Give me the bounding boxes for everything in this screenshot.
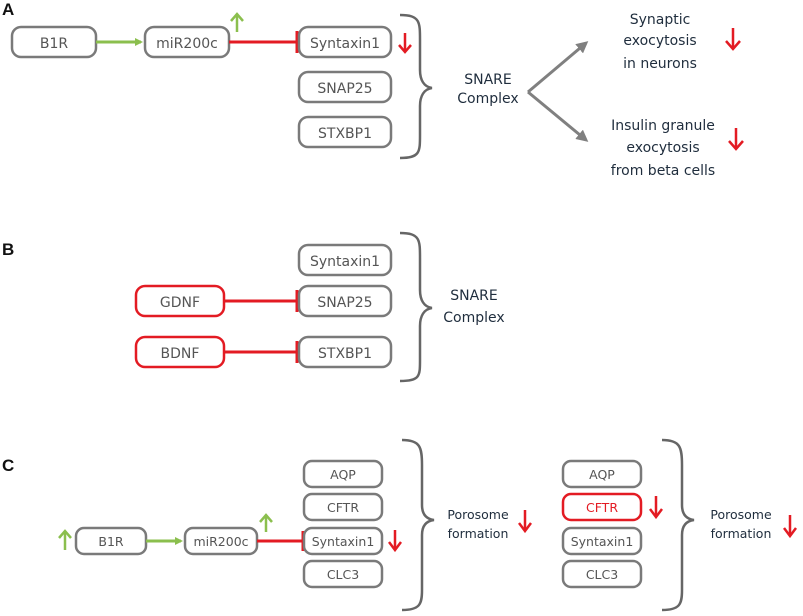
down-arrow-icon [783, 515, 797, 539]
a-out1-line3: in neurons [623, 56, 697, 72]
a-bracket [399, 13, 433, 160]
c-left-syntaxin1-label: Syntaxin1 [312, 534, 375, 549]
a-b1r-label: B1R [40, 36, 69, 52]
c-right-syntaxin1-label: Syntaxin1 [571, 534, 634, 549]
c-right-clc3-box [561, 559, 643, 589]
a-stxbp1-box [297, 115, 393, 149]
up-arrow-icon [230, 12, 244, 32]
c-right-aqp-label: AQP [589, 467, 615, 482]
c-right-syntaxin1-box [561, 526, 643, 556]
a-snap25-box [297, 70, 393, 104]
a-out1-line1: Synaptic [630, 12, 691, 28]
c-left-cftr-box [302, 492, 384, 522]
panel-c-label: C [2, 456, 15, 475]
a-syntaxin1-box [297, 25, 393, 59]
a-out2-line3: from beta cells [611, 163, 715, 179]
panel-c: B1R miR200c AQP CFTR Syntaxin1 CLC3 [58, 438, 797, 612]
a-snare-line2: Complex [457, 91, 518, 107]
down-arrow-icon [518, 510, 532, 534]
c-right-porosome-line1: Porosome [710, 507, 772, 522]
c-right-bracket [661, 438, 695, 612]
down-arrow-icon [649, 496, 663, 520]
down-arrow-icon [725, 28, 741, 51]
a-mir200c-label: miR200c [156, 36, 218, 52]
b-syntaxin1-box [297, 243, 393, 277]
b-stxbp1-label: STXBP1 [318, 346, 372, 362]
b-snare-line1: SNARE [450, 288, 498, 304]
c-left-clc3-label: CLC3 [327, 567, 359, 582]
c-mir200c-label: miR200c [193, 534, 248, 549]
panel-a-label: A [2, 0, 15, 19]
b-stxbp1-box [297, 335, 393, 369]
a-syntaxin1-label: Syntaxin1 [310, 36, 380, 52]
c-right-aqp-box [561, 459, 643, 489]
b-syntaxin1-label: Syntaxin1 [310, 254, 380, 270]
b-gdnf-label: GDNF [160, 295, 200, 311]
c-right-porosome-line2: formation [711, 526, 772, 541]
c-left-bracket [401, 438, 435, 612]
b-snap25-box [297, 284, 393, 318]
down-arrow-icon [388, 530, 402, 553]
a-output-arrow-neurons [527, 41, 589, 94]
c-right-cftr-box [561, 492, 643, 522]
up-arrow-icon [259, 513, 273, 532]
c-b1r-label: B1R [98, 534, 124, 549]
c-left-clc3-box [302, 559, 384, 589]
down-arrow-icon [728, 128, 744, 151]
c-left-syntaxin1-box [302, 526, 384, 556]
b-snare-line2: Complex [443, 310, 504, 326]
panel-b: Syntaxin1 GDNF SNAP25 BDNF STXBP1 SNARE … [134, 231, 505, 383]
a-output-arrow-beta [527, 90, 589, 142]
panel-b-label: B [2, 240, 15, 259]
c-left-aqp-box [302, 459, 384, 489]
c-right-clc3-label: CLC3 [586, 567, 618, 582]
a-snare-line1: SNARE [464, 72, 512, 88]
c-left-porosome-line1: Porosome [447, 507, 509, 522]
a-out2-line1: Insulin granule [611, 118, 715, 134]
up-arrow-icon [58, 529, 72, 550]
a-out1-line2: exocytosis [623, 33, 696, 49]
c-left-aqp-label: AQP [330, 467, 356, 482]
panel-a: B1R miR200c Syntaxin1 [10, 12, 744, 179]
b-snap25-label: SNAP25 [317, 295, 372, 311]
b-bdnf-label: BDNF [161, 346, 200, 362]
c-right-cftr-label: CFTR [586, 500, 618, 515]
down-arrow-icon [398, 33, 412, 54]
b-bracket [399, 231, 433, 383]
a-snap25-label: SNAP25 [317, 81, 372, 97]
c-left-cftr-label: CFTR [327, 500, 359, 515]
a-out2-line2: exocytosis [626, 140, 699, 156]
a-stxbp1-label: STXBP1 [318, 126, 372, 142]
c-left-porosome-line2: formation [448, 526, 509, 541]
